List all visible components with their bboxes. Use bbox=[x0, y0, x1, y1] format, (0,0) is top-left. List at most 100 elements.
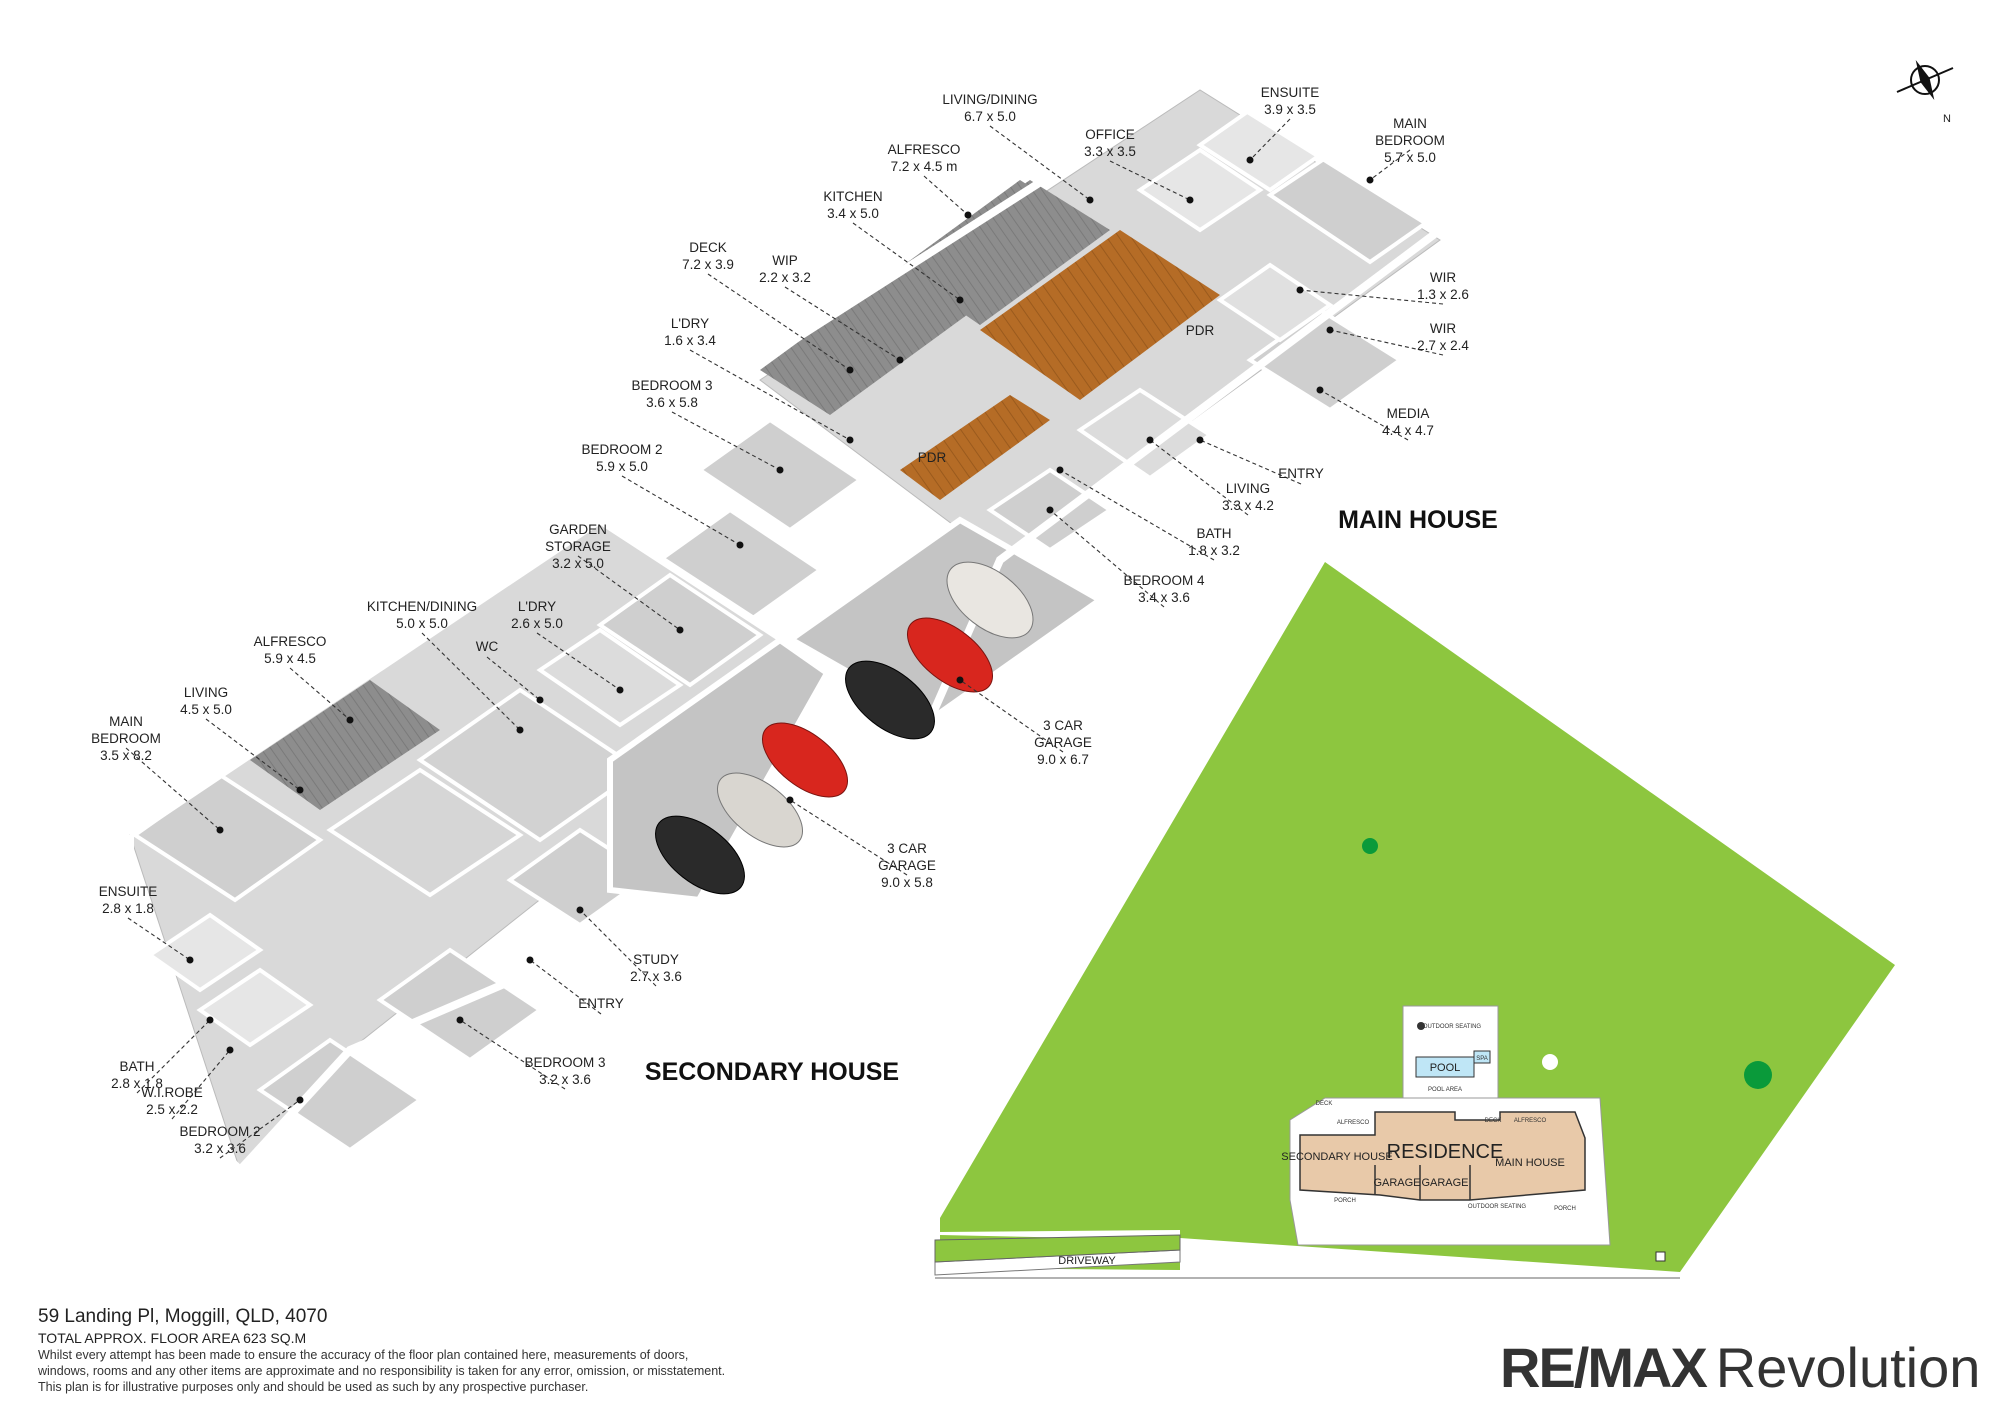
spa-label: SPA bbox=[1476, 1056, 1488, 1062]
car-red bbox=[906, 617, 994, 693]
room-marker bbox=[1296, 286, 1304, 294]
room-leader-line bbox=[289, 667, 351, 721]
site-deck-label: DECK bbox=[1316, 1101, 1333, 1107]
room-marker bbox=[1366, 176, 1374, 184]
tree-icon bbox=[1744, 1061, 1772, 1089]
pool bbox=[1415, 1056, 1475, 1078]
lawn bbox=[940, 562, 1895, 1272]
floor-area: TOTAL APPROX. FLOOR AREA 623 SQ.M bbox=[38, 1330, 307, 1346]
secondary-house-title: SECONDARY HOUSE bbox=[645, 1058, 899, 1086]
room-marker bbox=[1326, 326, 1334, 334]
room-marker bbox=[1056, 466, 1064, 474]
room-leader-line bbox=[784, 286, 901, 361]
room-leader-line bbox=[536, 632, 621, 691]
residence-label: RESIDENCE bbox=[1387, 1141, 1504, 1163]
site-porch-label: PORCH bbox=[1554, 1206, 1576, 1212]
room-marker bbox=[736, 541, 744, 549]
brand-remax: RE/MAX bbox=[1500, 1336, 1708, 1399]
room-marker bbox=[216, 826, 224, 834]
room-leader-line bbox=[707, 273, 851, 371]
room-marker bbox=[296, 786, 304, 794]
room-leader-line bbox=[421, 632, 521, 731]
room-label: WC bbox=[476, 639, 499, 654]
room-leader-line bbox=[789, 799, 908, 876]
alfresco-floor bbox=[900, 180, 1110, 325]
footer: 59 Landing Pl, Moggill, QLD, 4070 TOTAL … bbox=[38, 1305, 938, 1395]
room-leader-line bbox=[205, 718, 301, 791]
room-leader-line bbox=[852, 222, 961, 301]
room-leader-line bbox=[1109, 160, 1191, 201]
disclaimer-line: Whilst every attempt has been made to en… bbox=[38, 1348, 689, 1362]
site-plan: DRIVEWAY POOL SPA OUTDOOR SEATING POOL A… bbox=[934, 562, 1895, 1279]
room-marker bbox=[616, 686, 624, 694]
site-porch-label: PORCH bbox=[1334, 1198, 1356, 1204]
room-marker bbox=[346, 716, 354, 724]
room-marker bbox=[956, 676, 964, 684]
driveway-label: DRIVEWAY bbox=[1058, 1255, 1116, 1267]
pdr-label: PDR bbox=[918, 450, 947, 465]
room-leader-line bbox=[1049, 509, 1165, 608]
room-leader-line bbox=[1249, 118, 1291, 161]
secondary-house-plan bbox=[126, 515, 849, 1176]
secondary-alfresco-floor bbox=[250, 680, 440, 810]
site-garage-label: GARAGE bbox=[1373, 1177, 1420, 1189]
room-marker bbox=[516, 726, 524, 734]
room-marker bbox=[956, 296, 964, 304]
room-marker bbox=[964, 211, 972, 219]
fire-pit-icon bbox=[1417, 1022, 1425, 1030]
room-marker bbox=[226, 1046, 234, 1054]
site-garage-label: GARAGE bbox=[1421, 1177, 1468, 1189]
room-leader-line bbox=[136, 1019, 211, 1094]
room-leader-line bbox=[579, 909, 657, 987]
room-leader-line bbox=[171, 1049, 231, 1120]
room-marker bbox=[456, 1016, 464, 1024]
room-marker bbox=[676, 626, 684, 634]
bedroom-3-main-block bbox=[696, 417, 864, 533]
room-marker bbox=[846, 436, 854, 444]
room-marker bbox=[776, 466, 784, 474]
driveway-lawn-strip bbox=[934, 1234, 1181, 1263]
room-marker bbox=[1046, 506, 1054, 514]
room-marker bbox=[786, 796, 794, 804]
room-marker bbox=[1196, 436, 1204, 444]
site-deck-label: DECK bbox=[1485, 1118, 1502, 1124]
room-leader-line bbox=[1199, 439, 1302, 485]
north-label: N bbox=[1943, 113, 1951, 125]
pool-area-label: POOL AREA bbox=[1428, 1087, 1462, 1093]
north-arrow-icon: N bbox=[1896, 60, 1954, 125]
room-marker bbox=[1316, 386, 1324, 394]
room-leader-line bbox=[1329, 329, 1444, 356]
spa bbox=[1473, 1050, 1491, 1064]
main-house-title: MAIN HOUSE bbox=[1338, 506, 1498, 534]
room-marker bbox=[846, 366, 854, 374]
room-leader-line bbox=[486, 656, 541, 701]
room-marker bbox=[1246, 156, 1254, 164]
room-label: ENTRY bbox=[578, 996, 624, 1011]
room-leader-line bbox=[689, 349, 851, 441]
room-leader-line bbox=[577, 555, 681, 631]
car-white bbox=[946, 561, 1034, 639]
hall-timber-floor bbox=[900, 395, 1050, 500]
disclaimer-line: This plan is for illustrative purposes o… bbox=[38, 1380, 589, 1394]
room-leader-line bbox=[1299, 289, 1444, 305]
